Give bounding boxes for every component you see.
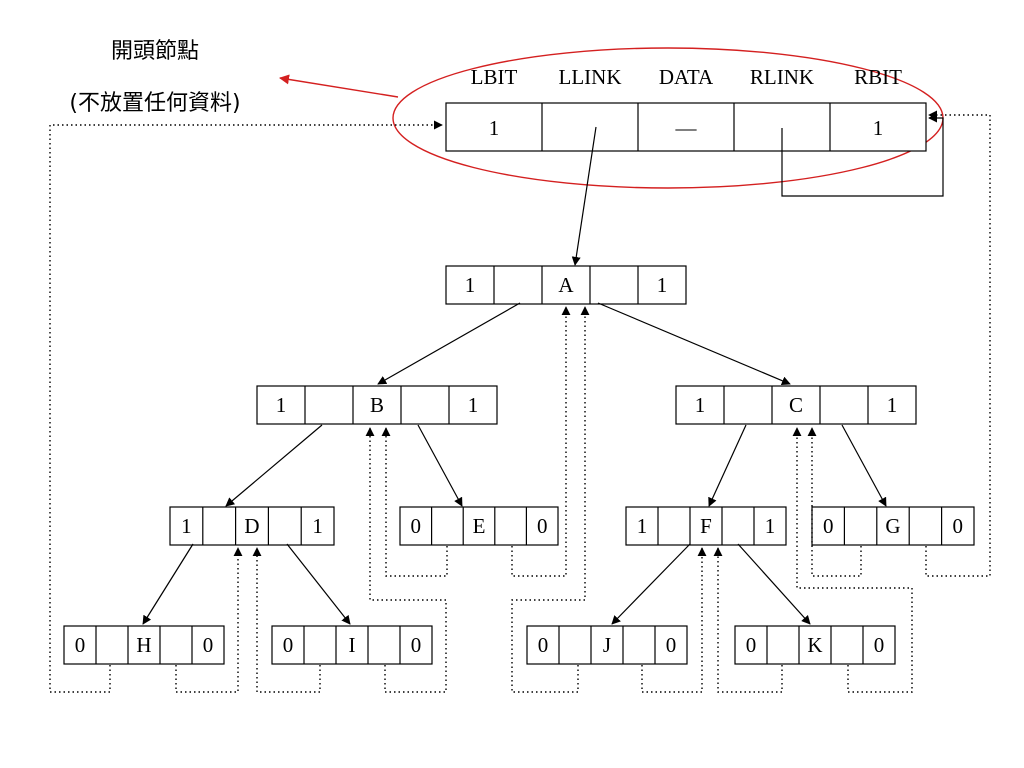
tree-node-h: 0 H 0 [63,625,225,665]
node-g-lbit: 0 [823,514,834,538]
field-label-llink: LLINK [559,65,622,89]
node-a-data: A [558,273,574,297]
field-label-rlink: RLINK [750,65,814,89]
edge-b-d [225,424,323,507]
node-j-data: J [603,633,611,657]
field-labels: LBIT LLINK DATA RLINK RBIT [471,65,902,89]
tree-node-a: 1 A 1 [445,265,687,305]
tree-node-c: 1 C 1 [675,385,917,425]
thread-k-left-to-f [713,547,783,693]
node-a-lbit: 1 [465,273,476,297]
tree-node-j: 0 J 0 [526,625,688,665]
head-node-pointer-arrow [279,74,399,98]
field-label-lbit: LBIT [471,65,518,89]
field-label-data: DATA [659,65,714,89]
tree-node-k: 0 K 0 [734,625,896,665]
tree-node-g: 0 G 0 [811,506,975,546]
node-j-rbit: 0 [666,633,677,657]
node-e-data: E [473,514,486,538]
node-j-lbit: 0 [538,633,549,657]
thread-e-left-to-b [381,427,448,577]
tree-node-b: 1 B 1 [256,385,498,425]
thread-j-left-to-a [511,306,590,693]
node-g-data: G [885,514,900,538]
node-f-rbit: 1 [765,514,776,538]
node-c-lbit: 1 [695,393,706,417]
thread-k-right-to-c [792,427,913,693]
node-h-lbit: 0 [75,633,86,657]
edge-f-j [611,543,691,625]
node-f-lbit: 1 [637,514,648,538]
node-g-rbit: 0 [953,514,964,538]
node-i-lbit: 0 [283,633,294,657]
edge-c-f [708,424,747,507]
node-k-data: K [807,633,822,657]
head-rbit: 1 [873,116,884,140]
thread-h-right-to-d [175,547,243,693]
node-a-rbit: 1 [657,273,668,297]
node-d-data: D [244,514,259,538]
header-note-line2: (不放置任何資料) [69,91,240,116]
node-c-data: C [789,393,803,417]
node-c-rbit: 1 [887,393,898,417]
node-h-data: H [136,633,151,657]
thread-i-right-to-b [365,427,447,693]
head-data: — [675,116,698,140]
edge-f-k [737,543,811,625]
head-rlink-self-loop [781,113,944,197]
thread-g-left-to-c [807,427,862,577]
tree-node-e: 0 E 0 [399,506,559,546]
edge-a-b [377,302,521,385]
edge-d-i [286,543,351,625]
header-note-line1: 開頭節點 [111,39,199,64]
node-f-data: F [700,514,712,538]
node-k-rbit: 0 [874,633,885,657]
node-d-lbit: 1 [181,514,192,538]
head-node: 1 — 1 [445,102,927,152]
node-b-rbit: 1 [468,393,479,417]
edge-a-c [597,302,791,385]
child-edges [142,302,887,625]
tree-node-d: 1 D 1 [169,506,335,546]
edge-c-g [841,424,887,507]
edge-b-e [417,424,463,507]
edge-d-h [142,543,194,625]
tree-node-f: 1 F 1 [625,506,787,546]
node-e-rbit: 0 [537,514,548,538]
node-e-lbit: 0 [411,514,422,538]
thread-i-left-to-d [252,547,321,693]
node-h-rbit: 0 [203,633,214,657]
thread-j-right-to-f [641,547,707,693]
thread-pointers [49,110,991,693]
node-k-lbit: 0 [746,633,757,657]
tree-node-i: 0 I 0 [271,625,433,665]
thread-e-right-to-a [511,306,571,577]
field-label-rbit: RBIT [854,65,902,89]
node-b-data: B [370,393,384,417]
head-lbit: 1 [489,116,500,140]
head-llink-to-root [571,126,597,266]
node-d-rbit: 1 [312,514,323,538]
node-i-rbit: 0 [411,633,422,657]
node-b-lbit: 1 [276,393,287,417]
thread-h-left-to-head [49,120,443,693]
node-i-data: I [349,633,356,657]
